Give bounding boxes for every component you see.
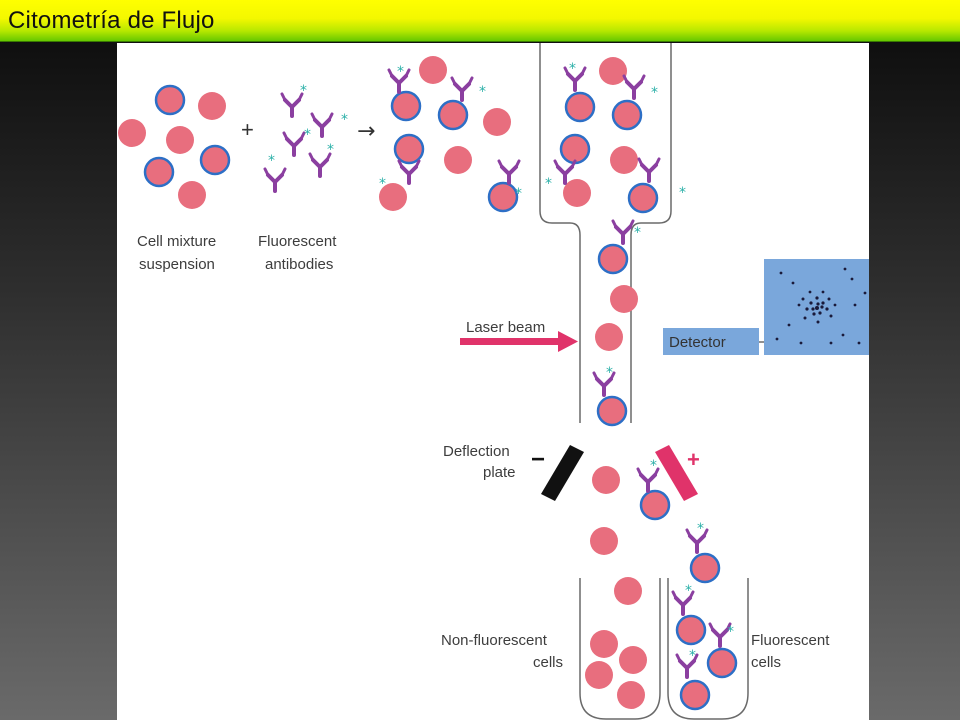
laser-arrow bbox=[460, 331, 578, 352]
cells-in-chamber: * * * * * * bbox=[545, 57, 686, 427]
cells-non-fluorescent-tube bbox=[585, 630, 647, 709]
label-fluorescent-cells-1: Fluorescent bbox=[751, 632, 830, 649]
svg-text:*: * bbox=[397, 64, 404, 80]
antibodies-free: * * * * * bbox=[263, 83, 348, 193]
svg-text:*: * bbox=[304, 127, 311, 143]
cells-mixture bbox=[118, 84, 231, 209]
arrow-operator: → bbox=[357, 119, 375, 144]
label-fluor-antibodies-1: Fluorescent bbox=[258, 233, 337, 250]
flow-cytometry-diagram: Cell mixture suspension Fluorescent anti… bbox=[117, 43, 869, 720]
slide-title: Citometría de Flujo bbox=[8, 7, 215, 34]
svg-text:*: * bbox=[341, 112, 348, 128]
cells-labeled-group: * * * * bbox=[379, 56, 522, 213]
label-deflection-2: plate bbox=[483, 464, 516, 481]
label-non-fluorescent-1: Non-fluorescent bbox=[441, 632, 548, 649]
label-cell-mixture-1: Cell mixture bbox=[137, 233, 216, 250]
label-fluorescent-cells-2: cells bbox=[751, 654, 781, 671]
svg-text:*: * bbox=[606, 365, 613, 381]
svg-text:*: * bbox=[685, 583, 692, 599]
svg-text:*: * bbox=[327, 142, 334, 158]
svg-text:*: * bbox=[479, 84, 486, 100]
deflection-plate-negative: − bbox=[531, 445, 584, 501]
positive-sign: + bbox=[687, 447, 700, 472]
flow-chamber bbox=[539, 43, 672, 423]
cells-fluorescent-tube: * * * bbox=[671, 583, 738, 711]
label-deflection-1: Deflection bbox=[443, 443, 510, 460]
detector-label: Detector bbox=[669, 334, 726, 351]
label-non-fluorescent-2: cells bbox=[533, 654, 563, 671]
svg-text:*: * bbox=[569, 61, 576, 77]
svg-text:*: * bbox=[650, 458, 657, 474]
negative-sign: − bbox=[531, 446, 545, 473]
svg-text:*: * bbox=[545, 176, 552, 192]
detector: Detector bbox=[663, 259, 869, 355]
svg-text:*: * bbox=[651, 85, 658, 101]
title-bar: Citometría de Flujo bbox=[0, 0, 960, 42]
svg-text:*: * bbox=[727, 624, 734, 640]
label-fluor-antibodies-2: antibodies bbox=[265, 256, 333, 273]
tube-fluorescent bbox=[667, 578, 749, 720]
svg-text:*: * bbox=[300, 83, 307, 99]
svg-text:*: * bbox=[379, 176, 386, 192]
plus-operator: + bbox=[241, 117, 254, 142]
label-laser-beam: Laser beam bbox=[466, 319, 545, 336]
svg-text:*: * bbox=[634, 225, 641, 241]
svg-text:*: * bbox=[697, 521, 704, 537]
deflection-plate-positive: + bbox=[655, 445, 700, 501]
svg-text:*: * bbox=[268, 153, 275, 169]
svg-text:*: * bbox=[679, 185, 686, 201]
svg-text:*: * bbox=[515, 186, 522, 202]
svg-text:*: * bbox=[689, 648, 696, 664]
cells-after-sorting: ** bbox=[590, 458, 721, 605]
tube-non-fluorescent bbox=[579, 578, 661, 720]
label-cell-mixture-2: suspension bbox=[139, 256, 215, 273]
